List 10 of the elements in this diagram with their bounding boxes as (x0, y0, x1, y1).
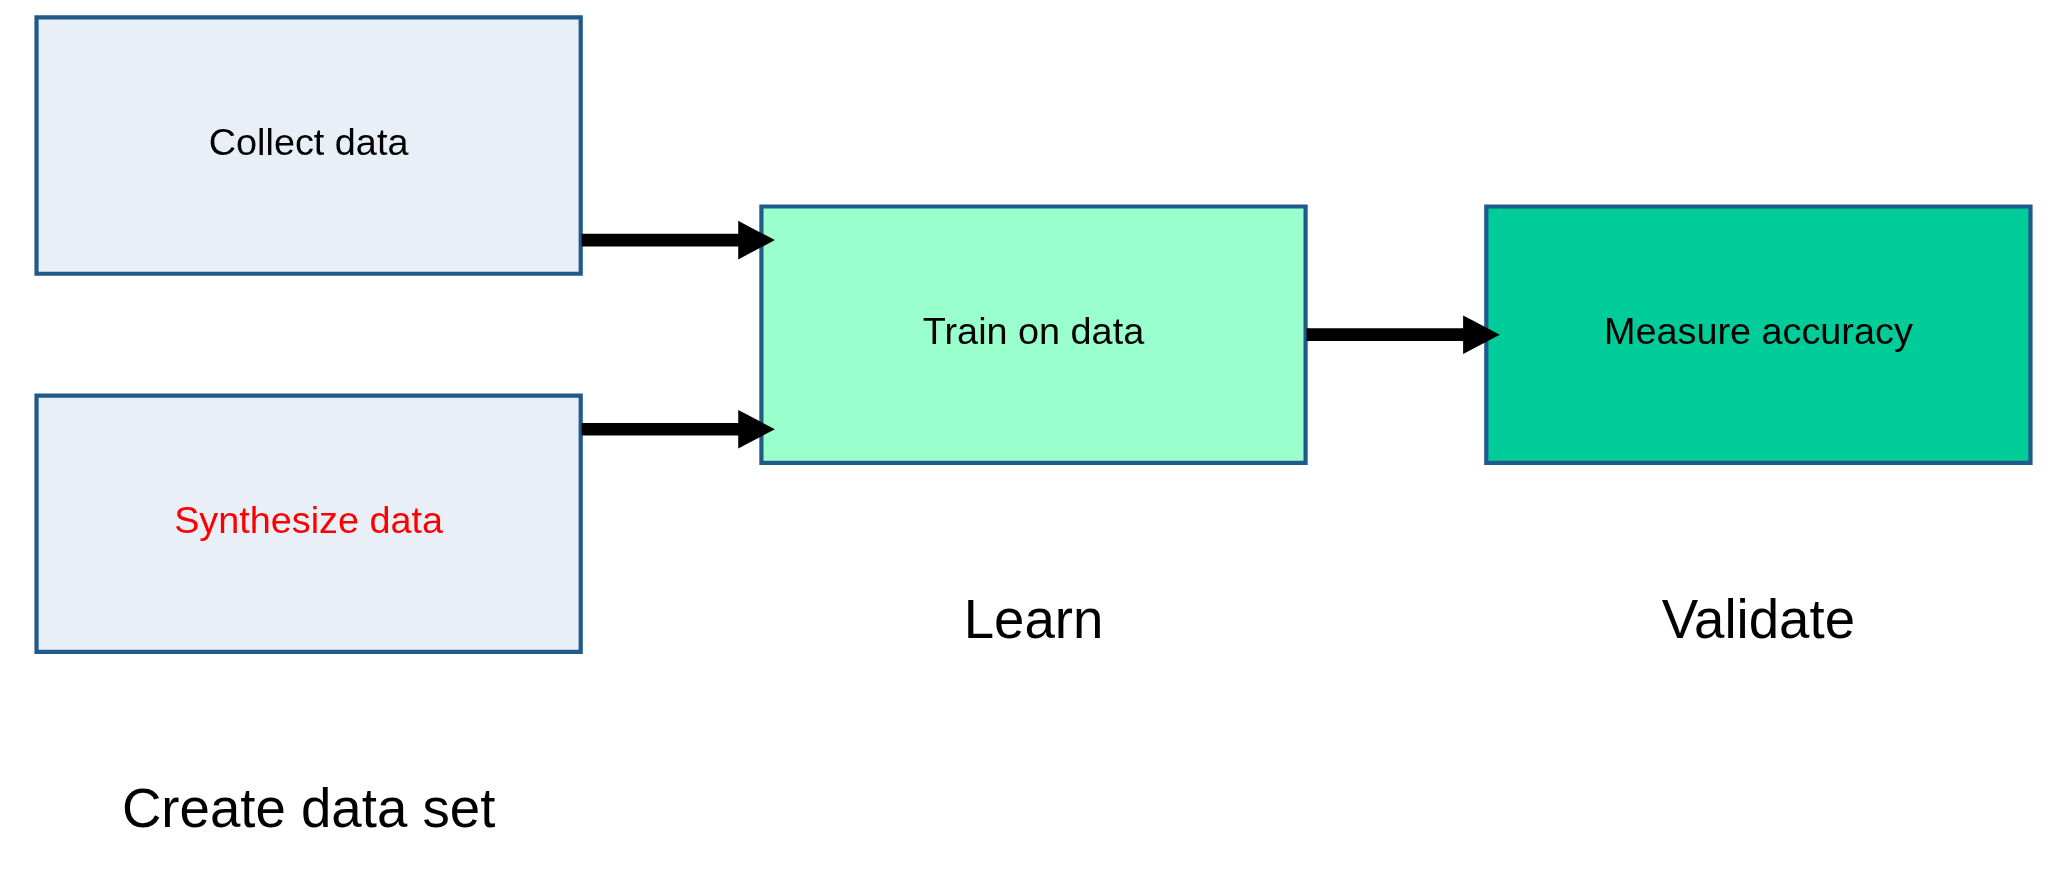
arrow (1306, 314, 1500, 354)
arrow (581, 220, 775, 259)
label: Validate (1661, 588, 1856, 650)
label: Learn (963, 588, 1104, 650)
node-box: Measure accuracy (1484, 203, 2033, 465)
label: Create data set (121, 777, 496, 839)
node-box: Collect data (34, 14, 583, 276)
arrow (581, 409, 775, 448)
node-box: Synthesize data (34, 393, 583, 654)
node-box: Train on data (759, 203, 1308, 465)
